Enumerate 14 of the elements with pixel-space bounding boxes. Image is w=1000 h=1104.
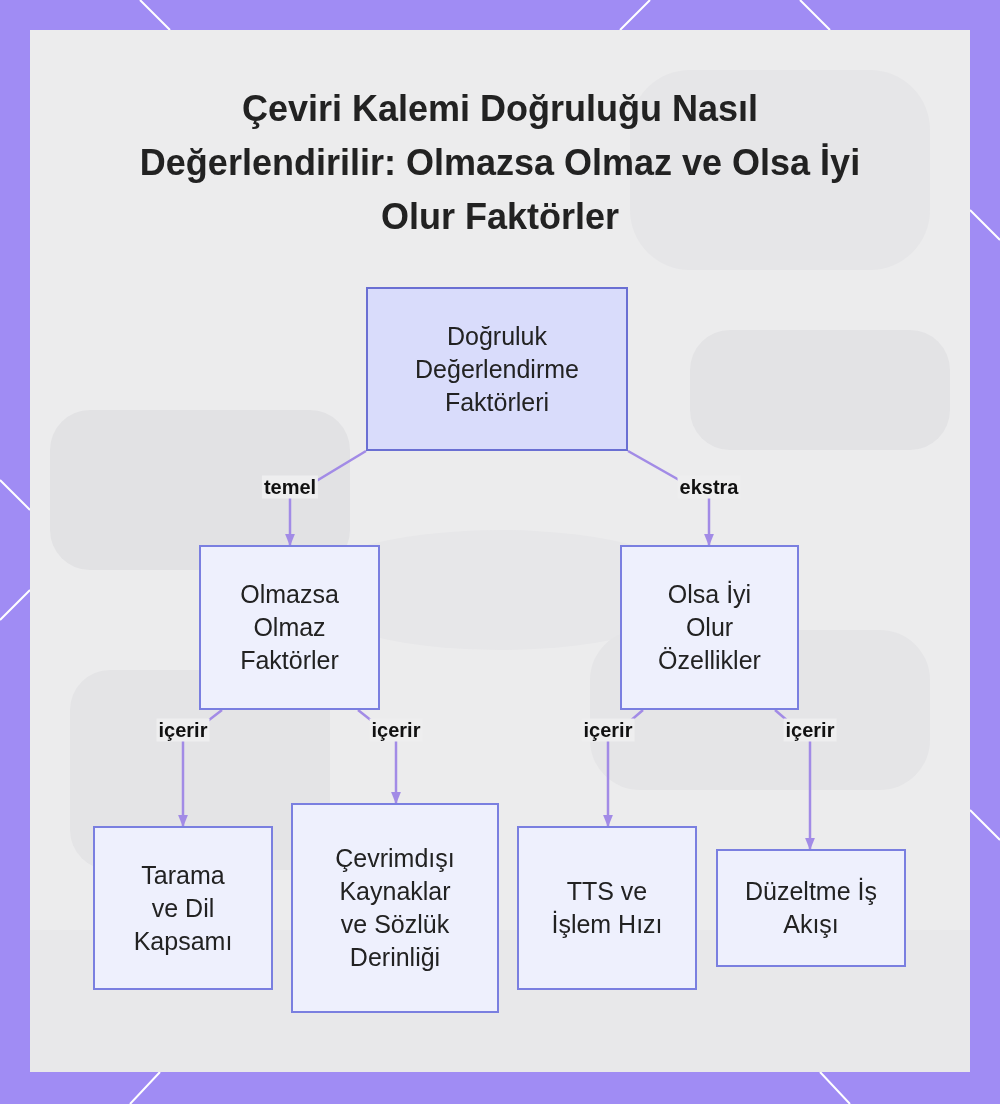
root-box: Doğruluk Değerlendirme Faktörleri bbox=[366, 287, 628, 451]
edge-label: temel bbox=[261, 475, 319, 499]
category-box: Olsa İyi Olur Özellikler bbox=[620, 545, 799, 710]
category-box: Tarama ve Dil Kapsamı bbox=[93, 826, 273, 990]
edge-label: içerir bbox=[156, 718, 210, 742]
edge-label: içerir bbox=[369, 718, 423, 742]
category-box: Olmazsa Olmaz Faktörler bbox=[199, 545, 380, 710]
edge-label: içerir bbox=[783, 718, 837, 742]
category-box: TTS ve İşlem Hızı bbox=[517, 826, 697, 990]
category-box: Düzeltme İş Akışı bbox=[716, 849, 906, 967]
edge-label: ekstra bbox=[677, 475, 741, 499]
category-box: Çevrimdışı Kaynaklar ve Sözlük Derinliği bbox=[291, 803, 499, 1013]
edge-label: içerir bbox=[581, 718, 635, 742]
title: Çeviri Kalemi Doğruluğu Nasıl Değerlendirilir: Olmazsa Olmaz ve Olsa İyi Olur Faktörler bbox=[138, 87, 862, 239]
